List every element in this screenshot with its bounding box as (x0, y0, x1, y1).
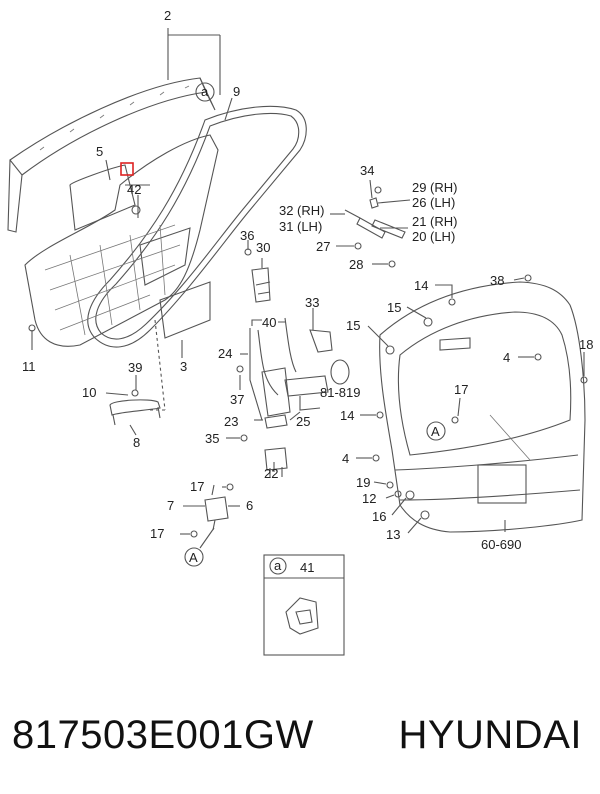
label-25: 25 (296, 414, 310, 429)
label-17-b: 17 (150, 526, 164, 541)
label-21: 21 (412, 214, 426, 229)
rod-link-24-40 (249, 317, 297, 421)
bracket-33 (309, 329, 333, 353)
label-29-side: (RH) (430, 180, 457, 195)
label-60-690: 60-690 (481, 537, 521, 552)
strut-leader-lines (330, 179, 411, 265)
callout-labels: 2 a 9 5 42 3 11 39 10 8 36 30 33 40 24 3… (22, 8, 593, 575)
label-14-b: 14 (340, 408, 354, 423)
label-8: 8 (133, 435, 140, 450)
label-6: 6 (246, 498, 253, 513)
label-inset-a: a (274, 558, 282, 573)
label-36: 36 (240, 228, 254, 243)
trim-lower-extension-3 (159, 281, 211, 339)
door-fasteners (372, 274, 588, 520)
gas-strut-bolts (354, 186, 396, 268)
label-22: 22 (264, 466, 278, 481)
label-81-819: 81-819 (320, 385, 360, 400)
label-34: 34 (360, 163, 374, 178)
inset-a-circle (269, 557, 287, 575)
label-A-left: A (189, 550, 198, 565)
callout-A-door-circle (426, 421, 446, 441)
label-4-b: 4 (342, 451, 349, 466)
label-9: 9 (233, 84, 240, 99)
label-19: 19 (356, 475, 370, 490)
label-15-a: 15 (387, 300, 401, 315)
callout-a-top-circle (195, 82, 215, 102)
brand-name: HYUNDAI (398, 712, 582, 757)
left-dashed-leaders (150, 319, 166, 411)
label-38: 38 (490, 273, 504, 288)
part-number: 817503E001GW (12, 712, 314, 757)
label-3: 3 (180, 359, 187, 374)
inner-trim-grid (44, 224, 181, 336)
switch-81-819 (330, 359, 350, 385)
upper-trim-clips (39, 85, 190, 151)
small-fasteners-left (28, 205, 141, 397)
tailgate-door (379, 281, 586, 533)
label-29: 29 (412, 180, 426, 195)
center-leader-lines (180, 240, 314, 549)
latch-body-25 (261, 367, 329, 417)
upper-trim-panel (7, 77, 216, 233)
label-5: 5 (96, 144, 103, 159)
label-18: 18 (579, 337, 593, 352)
label-32-side: (RH) (297, 203, 324, 218)
hinge-6-7 (204, 484, 229, 531)
label-27: 27 (316, 239, 330, 254)
outside-handle-8 (109, 399, 161, 426)
label-24: 24 (218, 346, 232, 361)
weatherstrip-9 (87, 105, 307, 348)
label-a-top: a (201, 84, 209, 99)
label-31: 31 (279, 219, 293, 234)
label-17-c: 17 (454, 382, 468, 397)
label-7: 7 (167, 498, 174, 513)
door-reflection-lines (489, 414, 531, 461)
label-13: 13 (386, 527, 400, 542)
caption-bar: 817503E001GW HYUNDAI (0, 705, 600, 765)
label-14-a: 14 (414, 278, 428, 293)
hinge-22 (264, 447, 288, 478)
label-32: 32 (279, 203, 293, 218)
label-40: 40 (262, 315, 276, 330)
label-28: 28 (349, 257, 363, 272)
label-37: 37 (230, 392, 244, 407)
label-A-door: A (431, 424, 440, 439)
striker-23 (264, 414, 288, 429)
label-31-side: (LH) (297, 219, 322, 234)
label-4-a: 4 (503, 350, 510, 365)
label-16: 16 (372, 509, 386, 524)
inset-box (263, 554, 345, 656)
label-20: 20 (412, 229, 426, 244)
label-30: 30 (256, 240, 270, 255)
label-42: 42 (127, 182, 141, 197)
exploded-parts-diagram: 2 a 9 5 42 3 11 39 10 8 36 30 33 40 24 3… (7, 8, 593, 656)
door-leader-lines (356, 277, 585, 534)
label-12: 12 (362, 491, 376, 506)
highlight-marker (120, 162, 134, 176)
label-26: 26 (412, 195, 426, 210)
label-39: 39 (128, 360, 142, 375)
gas-strut-rh (344, 197, 406, 239)
label-21-side: (RH) (430, 214, 457, 229)
label-2: 2 (164, 8, 171, 23)
label-35: 35 (205, 431, 219, 446)
label-33: 33 (305, 295, 319, 310)
label-11: 11 (22, 359, 36, 374)
label-10: 10 (82, 385, 96, 400)
label-20-side: (LH) (430, 229, 455, 244)
label-17-a: 17 (190, 479, 204, 494)
latch-actuator-30 (251, 267, 271, 303)
label-26-side: (LH) (430, 195, 455, 210)
inner-trim-panel-5 (24, 134, 219, 347)
label-inset-41: 41 (300, 560, 314, 575)
callout-A-left-circle (184, 547, 204, 567)
label-23: 23 (224, 414, 238, 429)
label-15-b: 15 (346, 318, 360, 333)
